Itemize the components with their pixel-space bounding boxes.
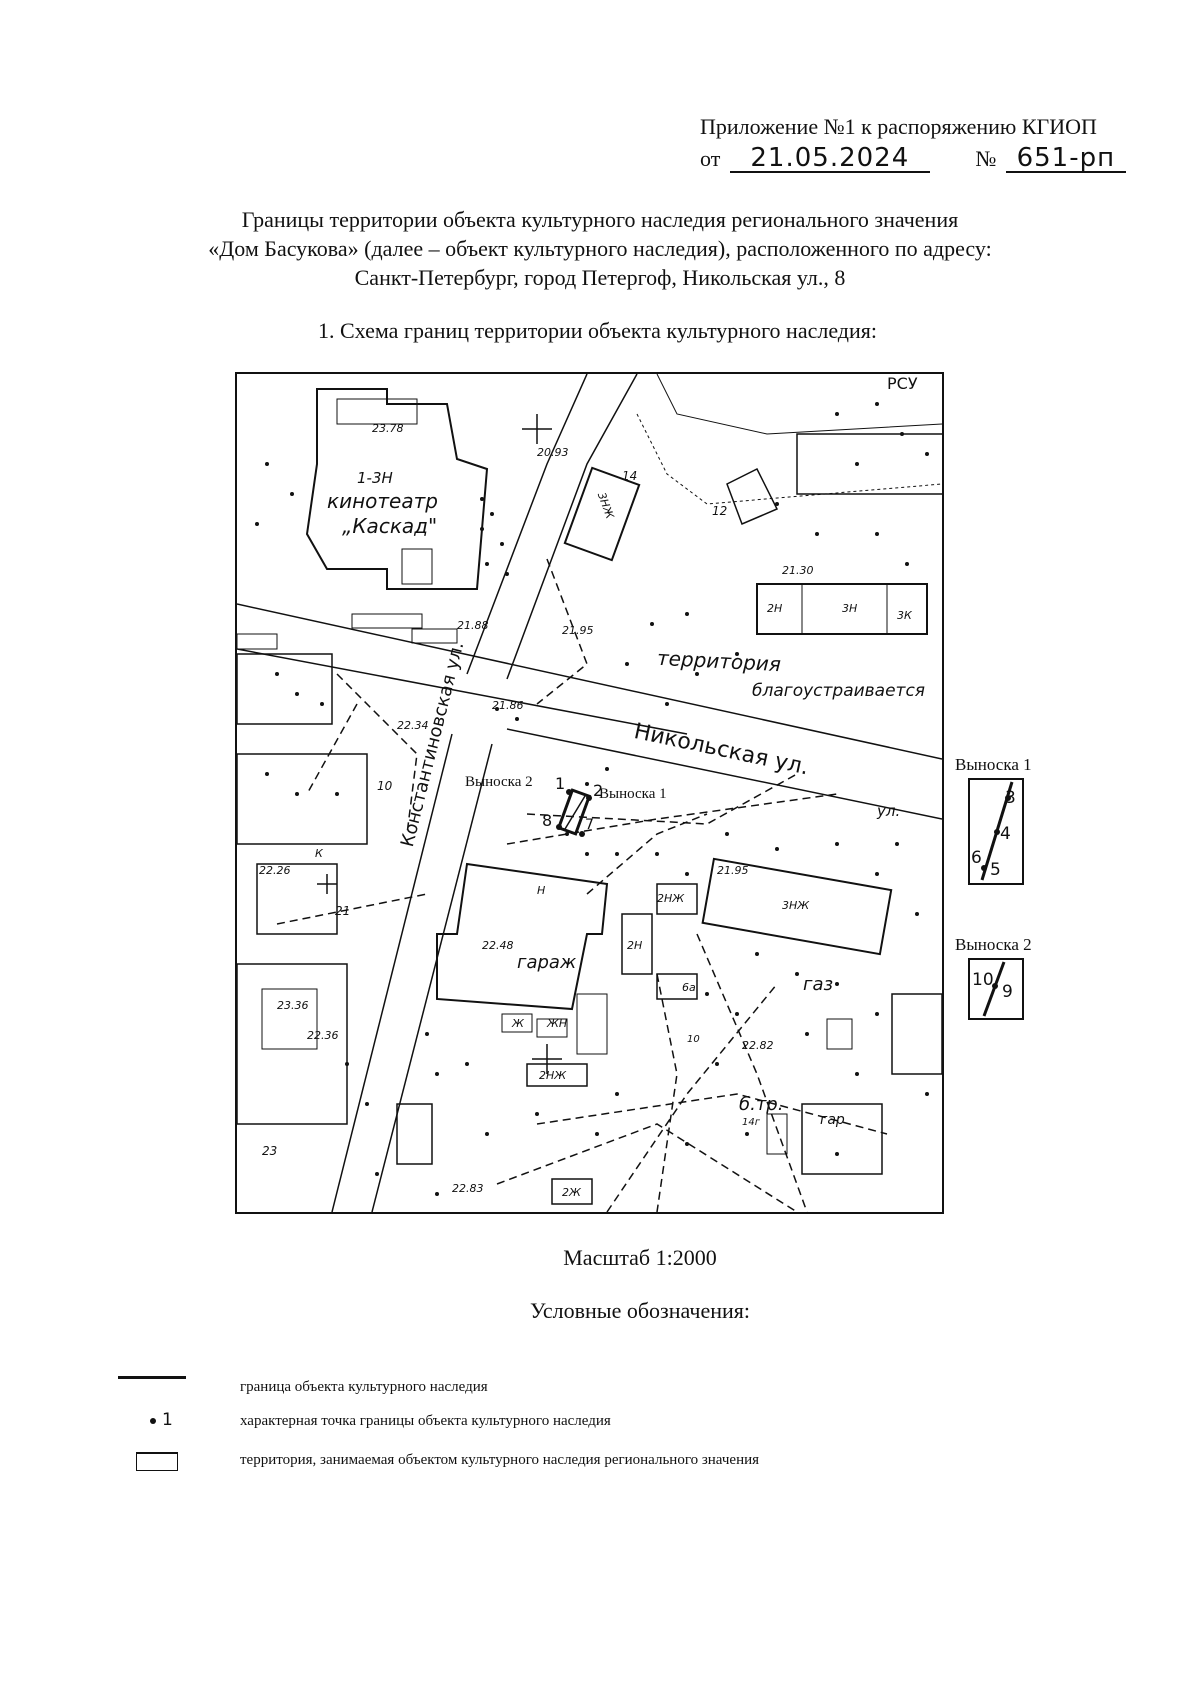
building-mark: 3НЖ bbox=[782, 899, 810, 912]
order-date: 21.05.2024 bbox=[729, 145, 930, 173]
title-line-3: Санкт-Петербург, город Петергоф, Никольс… bbox=[354, 265, 846, 290]
callout-2-point-9: 9 bbox=[1002, 982, 1013, 1002]
boundary-point-2: 2 bbox=[593, 781, 604, 800]
elevation-mark: 21.86 bbox=[492, 699, 524, 712]
section-heading: 1. Схема границ территории объекта культ… bbox=[318, 318, 878, 343]
building-mark: 3Н bbox=[842, 602, 858, 615]
building-mark: Ж bbox=[512, 1017, 524, 1030]
boundary-map: 1-3Н кинотеатр „Каскад" территория благо… bbox=[235, 372, 944, 1214]
title-line-2: «Дом Басукова» (далее – объект культурно… bbox=[208, 236, 992, 261]
building-mark: 10 bbox=[687, 1034, 700, 1045]
legend-point-number: 1 bbox=[162, 1410, 173, 1430]
building-mark: 14г bbox=[742, 1117, 760, 1128]
elevation-mark: 22.48 bbox=[482, 939, 514, 952]
elevation-mark: 22.34 bbox=[397, 719, 429, 732]
legend-point-text: характерная точка границы объекта культу… bbox=[240, 1413, 611, 1429]
legend-boundary-line-symbol bbox=[118, 1376, 186, 1379]
building-mark: 23 bbox=[262, 1144, 278, 1158]
gas-label: газ bbox=[803, 974, 834, 995]
elevation-mark: 22.36 bbox=[307, 1029, 339, 1042]
building-mark: 2НЖ bbox=[539, 1069, 567, 1082]
map-callout-1-label: Выноска 1 bbox=[599, 786, 667, 802]
boundary-point-8: 8 bbox=[542, 811, 553, 830]
callout-1-point-6: 6 bbox=[971, 848, 982, 868]
cinema-name-label: „Каскад" bbox=[342, 514, 438, 538]
elevation-mark: 20.93 bbox=[537, 446, 569, 459]
building-mark: 2Н bbox=[627, 939, 643, 952]
street-short-label: ул. bbox=[877, 802, 901, 820]
legend-territory-symbol bbox=[136, 1452, 178, 1471]
legend-heading: Условные обозначения: bbox=[529, 1298, 751, 1323]
building-mark: 2Ж bbox=[562, 1186, 581, 1199]
callout-1-point-3: 3 bbox=[1005, 788, 1016, 808]
elevation-mark: 21.95 bbox=[562, 624, 594, 637]
callout-1-box: 3 4 6 5 bbox=[968, 778, 1024, 885]
elevation-mark: 22.83 bbox=[452, 1182, 484, 1195]
elevation-mark: 21.88 bbox=[457, 619, 489, 632]
order-number: 651-рп bbox=[1005, 145, 1126, 173]
callout-1-title: Выноска 1 bbox=[955, 755, 1032, 774]
cinema-label: кинотеатр bbox=[327, 489, 438, 513]
elevation-mark: 23.36 bbox=[277, 999, 309, 1012]
from-prefix: от bbox=[700, 146, 721, 171]
legend-boundary-line-text: граница объекта культурного наследия bbox=[240, 1379, 488, 1395]
building-mark: 14 bbox=[622, 469, 638, 483]
boundary-point-7: 7 bbox=[585, 817, 594, 833]
map-drawing bbox=[237, 374, 942, 1212]
building-mark: 2НЖ bbox=[657, 892, 685, 905]
legend-point-symbol bbox=[150, 1418, 156, 1424]
elevation-mark: 21.30 bbox=[782, 564, 814, 577]
building-mark: ЖН bbox=[547, 1017, 568, 1030]
zone-label: РСУ bbox=[887, 374, 918, 393]
number-prefix: № bbox=[975, 146, 997, 171]
gar-label: гар bbox=[820, 1112, 845, 1128]
building-mark: 3К bbox=[897, 609, 912, 622]
transformer-label: б.тр. bbox=[739, 1094, 784, 1115]
legend-territory-text: территория, занимаемая объектом культурн… bbox=[240, 1452, 760, 1468]
title-line-1: Границы территории объекта культурного н… bbox=[241, 207, 959, 232]
map-scale: Масштаб 1:2000 bbox=[563, 1245, 717, 1270]
order-reference: от 21.05.2024 № 651-рп bbox=[700, 145, 1126, 173]
callout-2-title: Выноска 2 bbox=[955, 935, 1032, 954]
garage-label: гараж bbox=[517, 952, 577, 973]
boundary-point-1: 1 bbox=[555, 774, 566, 793]
building-mark: К bbox=[315, 847, 323, 860]
elevation-mark: 22.82 bbox=[742, 1039, 774, 1052]
building-mark: 21 bbox=[335, 904, 351, 918]
cinema-floors-label: 1-3Н bbox=[357, 469, 393, 487]
building-mark: 10 bbox=[377, 779, 393, 793]
document-title: Границы территории объекта культурного н… bbox=[0, 205, 1200, 292]
building-mark: Н bbox=[537, 884, 546, 897]
elevation-mark: 23.78 bbox=[372, 422, 404, 435]
building-mark: 12 bbox=[712, 504, 728, 518]
improving-label: благоустраивается bbox=[752, 681, 926, 701]
building-mark: 6а bbox=[682, 981, 696, 994]
map-callout-2-label: Выноска 2 bbox=[465, 774, 533, 790]
callout-1-point-5: 5 bbox=[990, 860, 1001, 880]
callout-1-point-4: 4 bbox=[1000, 824, 1011, 844]
elevation-mark: 21.95 bbox=[717, 864, 749, 877]
callout-2-point-10: 10 bbox=[972, 970, 994, 990]
appendix-header: Приложение №1 к распоряжению КГИОП bbox=[700, 114, 1097, 139]
building-mark: 2Н bbox=[767, 602, 783, 615]
elevation-mark: 22.26 bbox=[259, 864, 291, 877]
callout-2-box: 10 9 bbox=[968, 958, 1024, 1020]
